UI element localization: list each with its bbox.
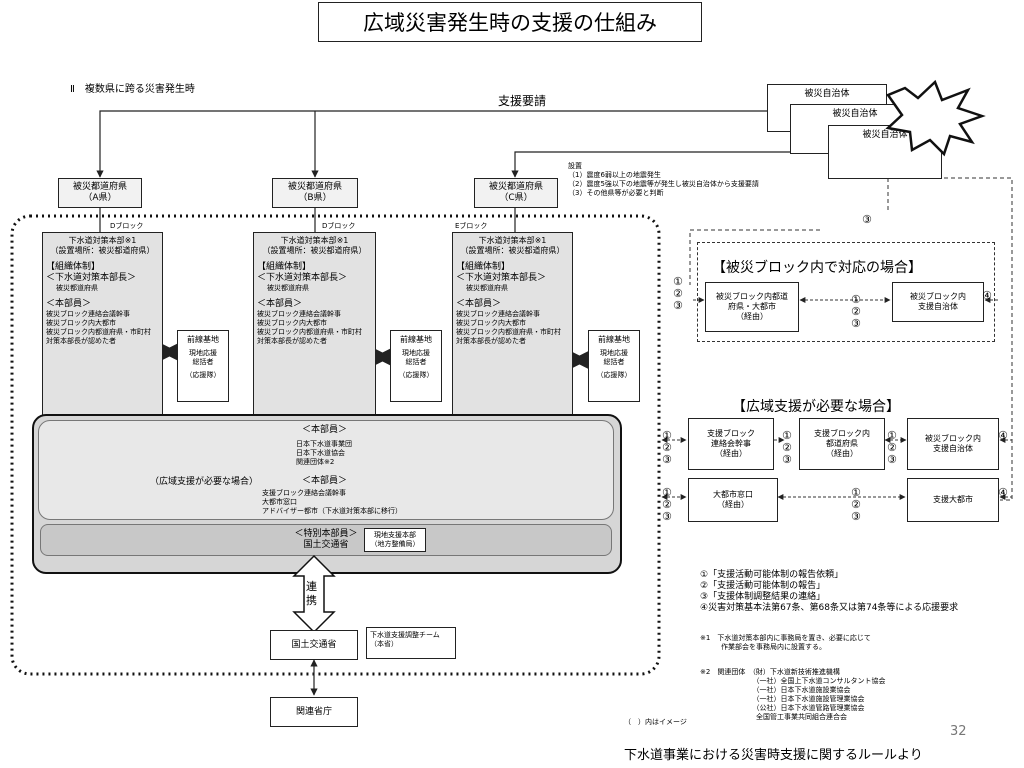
step-wide-4a: ④ [998,429,1008,442]
support-block-liaison-box: 支援ブロック 連絡会幹事 （経由） [688,418,774,470]
forward-base-body: 現地応援 総括者 [189,349,217,366]
forward-base-body: 現地応援 総括者 [600,349,628,366]
block-label-c: Eブロック [455,222,488,230]
hq-members: 被災ブロック連絡会議幹事 被災ブロック内大都市 被災ブロック内都道府県・市町村 … [456,310,561,345]
steps-wide-4: ① ② ③ [662,486,672,523]
wide-members-1: 日本下水道事業団 日本下水道協会 関連団体※2 [296,440,352,466]
step-wide-4b: ④ [998,486,1008,499]
wide-members-head-2: ＜本部員＞ [302,476,348,486]
forward-base-title: 前線基地 [400,335,432,344]
steps-block-left: ① ② ③ [673,275,683,312]
steps-wide-1: ① ② ③ [662,429,672,466]
note-1: ※1 下水道対策本部内に事務局を置き、必要に応じて 作業部会を事務局内に設置する… [700,634,871,651]
major-city-window-box: 大都市窓口 （経由） [688,478,778,522]
step-block-right: ④ [982,289,992,302]
section-heading: Ⅱ 複数県に跨る災害発生時 [70,84,195,95]
forward-base-note: （応援隊） [398,371,434,379]
affected-municipality-box-3: 被災自治体 [828,125,942,179]
block-case-frame [697,242,995,342]
page-number: 32 [950,724,967,739]
prefecture-box-c: 被災都道府県 （C県） [474,178,558,208]
affected-block-support-municipality-box: 被災ブロック内 支援自治体 [907,418,999,470]
block-support-municipality: 被災ブロック内 支援自治体 [892,282,984,322]
source-caption: 下水道事業における災害時支援に関するルールより [624,748,923,763]
forward-base-title: 前線基地 [187,335,219,344]
hq-org: 【組織体制】 ＜下水道対策本部長＞ [46,262,137,283]
support-block-prefecture-box: 支援ブロック内 都道府県 （経由） [799,418,885,470]
forward-base-b: 前線基地 現地応援 総括者 （応援隊） [390,330,442,402]
renkei-label: 連 携 [306,580,317,607]
hq-members-head: ＜本部員＞ [257,299,303,309]
prefecture-box-a: 被災都道府県 （A県） [58,178,142,208]
forward-base-a: 前線基地 現地応援 総括者 （応援隊） [177,330,229,402]
hq-members: 被災ブロック連絡会議幹事 被災ブロック内大都市 被災ブロック内都道府県・市町村 … [257,310,362,345]
wide-members-2: 支援ブロック連絡会議幹事 大都市窓口 アドバイザー都市（下水道対策本部に移行） [262,489,402,515]
block-label-b: Dブロック [322,222,356,230]
forward-base-note: （応援隊） [185,371,221,379]
steps-wide-5: ① ② ③ [851,486,861,523]
forward-base-c: 前線基地 現地応援 総括者 （応援隊） [588,330,640,402]
hq-panel-b: 下水道対策本部※1 （設置場所：被災都道府県） 【組織体制】 ＜下水道対策本部長… [253,232,376,418]
step-three-top: ③ [862,213,872,226]
block-label-a: Dブロック [110,222,144,230]
forward-base-note: （応援隊） [596,371,632,379]
wide-case-heading: 【広域支援が必要な場合】 [732,399,900,415]
hq-chief: 被災都道府県 [466,284,508,292]
hq-panel-c: 下水道対策本部※1 （設置場所：被災都道府県） 【組織体制】 ＜下水道対策本部長… [452,232,573,418]
hq-org: 【組織体制】 ＜下水道対策本部長＞ [257,262,348,283]
forward-base-body: 現地応援 総括者 [402,349,430,366]
steps-wide-2: ① ② ③ [782,429,792,466]
steps-wide-3: ① ② ③ [887,429,897,466]
block-case-heading: 【被災ブロック内で対応の場合】 [712,260,922,276]
hq-panel-a: 下水道対策本部※1 （設置場所：被災都道府県） 【組織体制】 ＜下水道対策本部長… [42,232,163,418]
support-request-label: 支援要請 [498,94,547,108]
local-support-hq: 現地支援本部 （地方整備局） [364,528,426,552]
slide-title: 広域災害発生時の支援の仕組み [318,2,702,42]
setup-conditions: 設置 （1）震度6弱以上の地震発生 （2）震度5強以下の地震等が発生し被災自治体… [568,162,759,197]
hq-members: 被災ブロック連絡会議幹事 被災ブロック内大都市 被災ブロック内都道府県・市町村 … [46,310,151,345]
hq-title: 下水道対策本部※1 （設置場所：被災都道府県） [460,236,565,255]
note-2: ※2 関連団体 （財）下水道新技術推進機構 （一社）全国上下水道コンサルタント協… [700,668,886,721]
steps-block-mid: ① ② ③ [851,293,861,330]
wide-members-head-1: ＜本部員＞ [302,425,348,435]
wide-area-members-panel [38,420,614,520]
related-ministries-box: 関連省庁 [270,697,358,727]
hq-chief: 被災都道府県 [56,284,98,292]
prefecture-box-b: 被災都道府県 （B県） [272,178,358,208]
block-via-box: 被災ブロック内都道 府県・大都市 （経由） [705,282,799,332]
mlit-box: 国土交通省 [270,630,358,660]
hq-members-head: ＜本部員＞ [456,299,502,309]
hq-title: 下水道対策本部※1 （設置場所：被災都道府県） [262,236,367,255]
hq-org: 【組織体制】 ＜下水道対策本部長＞ [456,262,547,283]
wide-case-label: （広域支援が必要な場合） [150,477,259,487]
hq-chief: 被災都道府県 [267,284,309,292]
hq-members-head: ＜本部員＞ [46,299,92,309]
hq-title: 下水道対策本部※1 （設置場所：被災都道府県） [50,236,155,255]
special-members: ＜特別本部員＞ 国土交通省 [40,524,612,556]
support-major-city-box: 支援大都市 [907,478,999,522]
forward-base-title: 前線基地 [598,335,630,344]
image-note: （ ）内はイメージ [624,718,687,726]
legend: ①「支援活動可能体制の報告依頼」 ②「支援活動可能体制の報告」 ③「支援体制調整… [700,570,959,613]
mlit-team-box: 下水道支援調整チーム （本省） [366,627,456,659]
